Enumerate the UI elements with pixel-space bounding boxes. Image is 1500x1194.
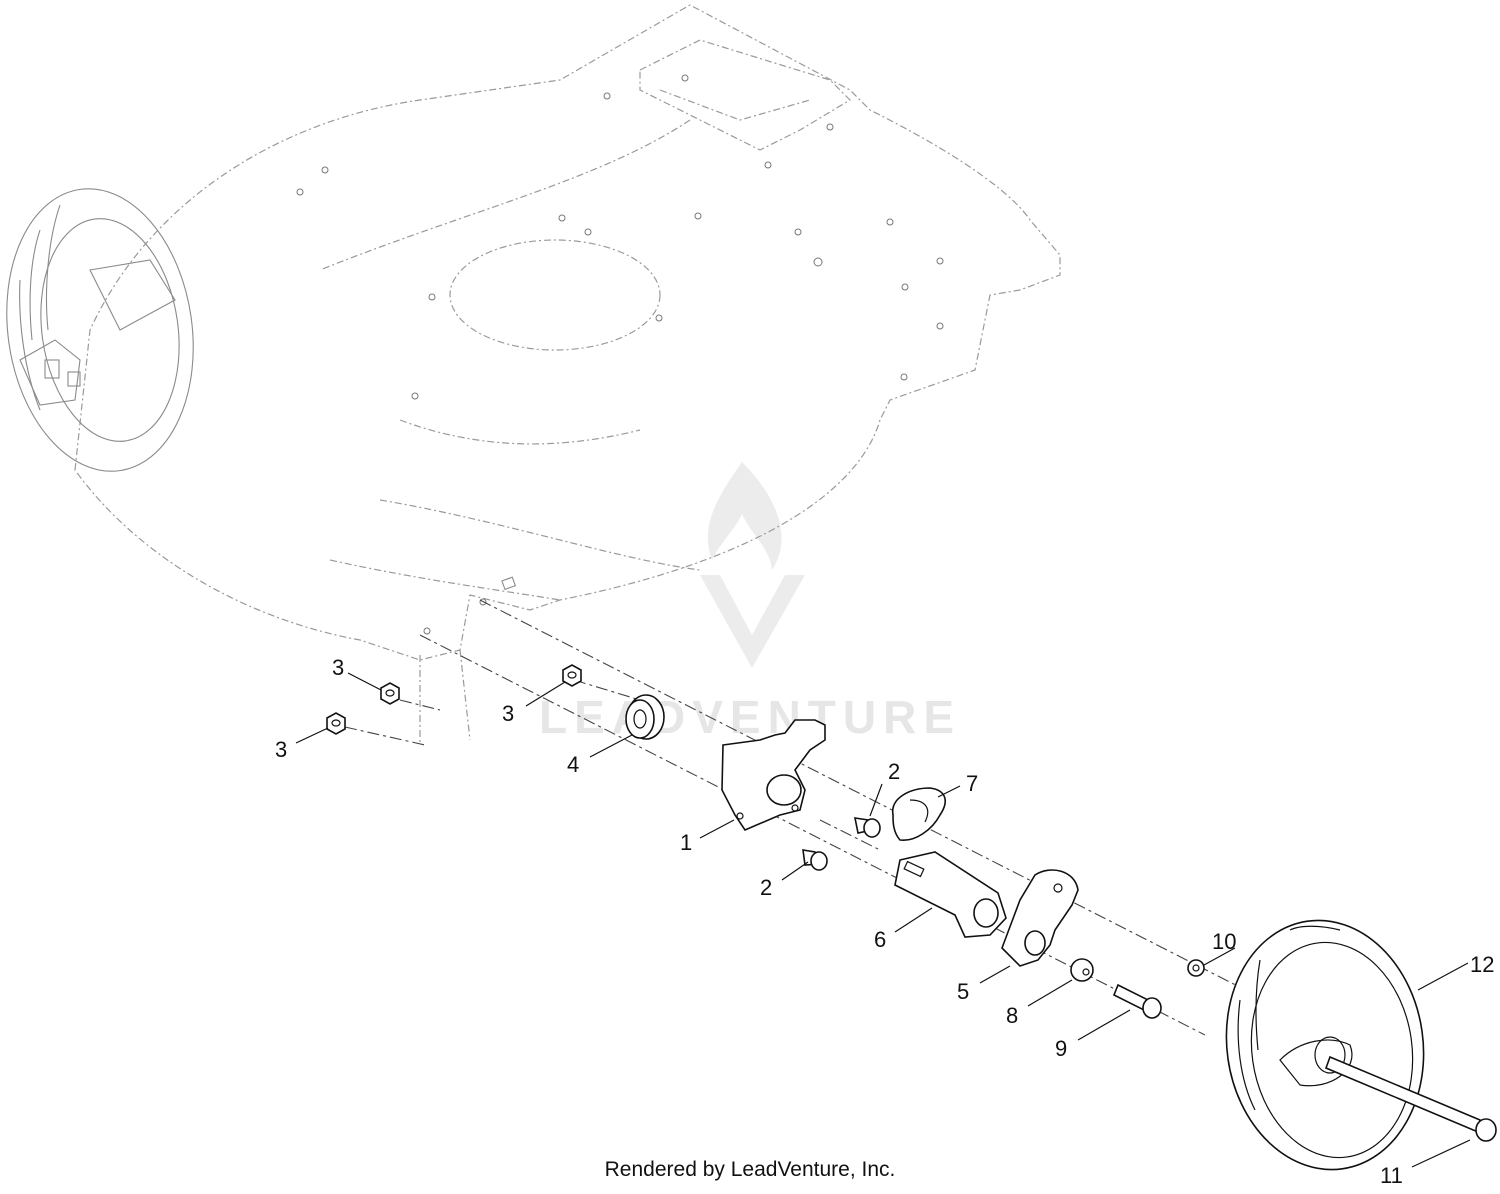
part-2-bolt-a (853, 817, 881, 838)
callout-11: 11 (1380, 1163, 1403, 1188)
callout-2b: 2 (760, 875, 772, 900)
callout-leaders (295, 672, 1471, 1168)
part-12-rear-wheel (1225, 919, 1425, 1171)
part-3-nut-b (326, 712, 346, 735)
part-9-shoulder-bolt (1112, 983, 1162, 1019)
part-3-nut-a (380, 682, 400, 705)
render-credit: Rendered by LeadVenture, Inc. (604, 1158, 896, 1181)
assembly-axis-lines (344, 599, 1266, 1036)
part-2-bolt-b (802, 849, 828, 871)
callout-3c: 3 (502, 701, 514, 726)
part-5-pivot-arm (1001, 869, 1079, 967)
callout-4: 4 (567, 752, 579, 777)
watermark-text: LEADVENTURE (539, 691, 961, 743)
callout-9: 9 (1055, 1036, 1067, 1061)
callout-12: 12 (1470, 952, 1494, 977)
part-6-adjuster-bracket (894, 851, 1007, 938)
callout-6: 6 (874, 927, 886, 952)
part-3-nut-c (562, 664, 582, 687)
part-10-washer (1187, 959, 1205, 977)
part-7-cap (892, 787, 946, 841)
part-11-axle-bolt (1324, 1055, 1497, 1142)
callout-3b: 3 (275, 737, 287, 762)
leadventure-watermark: LEADVENTURE (539, 462, 961, 743)
part-4-bushing (625, 694, 665, 740)
callout-7: 7 (966, 771, 978, 796)
callout-2a: 2 (888, 759, 900, 784)
callout-10: 10 (1212, 929, 1236, 954)
front-wheel-ghost (6, 188, 194, 472)
callout-labels: 3 3 3 4 1 2 7 2 6 5 8 9 10 12 11 (275, 655, 1494, 1188)
part-1-mounting-plate (721, 719, 826, 831)
callout-5: 5 (957, 979, 969, 1004)
callout-1: 1 (680, 830, 692, 855)
mower-deck-ghost (74, 4, 1061, 745)
callout-8: 8 (1006, 1003, 1018, 1028)
callout-3a: 3 (332, 655, 344, 680)
part-8-washer (1070, 958, 1094, 982)
